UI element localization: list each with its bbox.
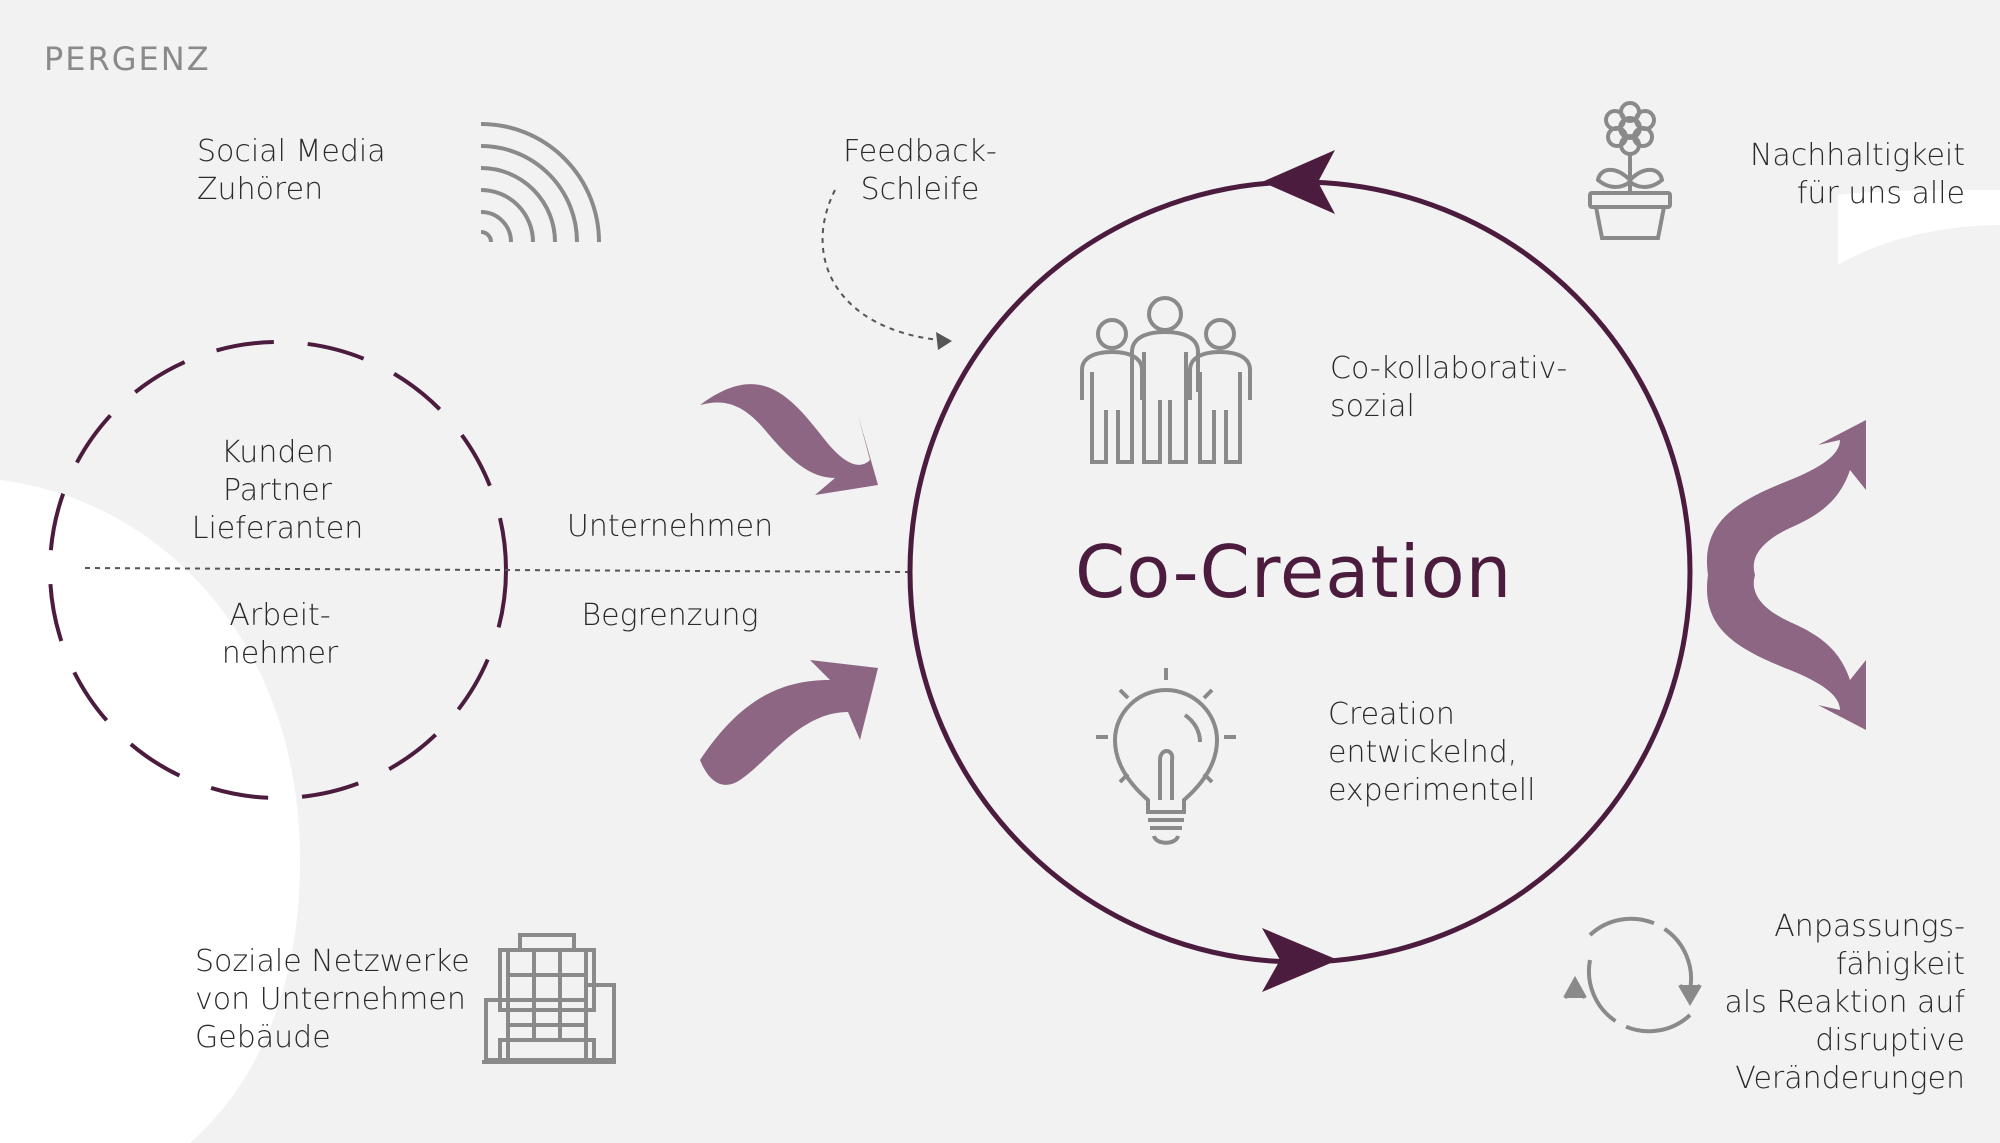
label-social-networks: Soziale Netzwerke von Unternehmen Gebäud… [195, 944, 470, 1055]
label-collaborative: Co-kollaborativ- sozial [1330, 351, 1568, 424]
label-company: Unternehmen [566, 509, 774, 544]
label-sustainability: Nachhaltigkeit für uns alle [1749, 138, 1965, 211]
inflow-arrow-top [700, 384, 878, 495]
feedback-arrowhead [936, 332, 952, 350]
background-shape-right [1838, 190, 2000, 265]
flower-pot-icon [1588, 101, 1672, 240]
label-stakeholders: Kunden Partner Lieferanten [191, 435, 364, 546]
label-adaptability: Anpassungs- fähigkeit als Reaktion auf d… [1724, 909, 1965, 1096]
inflow-arrow-bottom [700, 660, 878, 785]
background-shape-left [0, 480, 300, 1143]
outflow-split-arrow [1706, 420, 1866, 730]
wifi-signal-icon [480, 122, 601, 243]
label-employees: Arbeit- nehmer [221, 598, 339, 671]
co-creation-title: Co-Creation [1075, 530, 1513, 614]
company-logo: PERGENZ [44, 40, 211, 78]
lightbulb-icon [1096, 668, 1236, 845]
people-group-icon [1080, 296, 1252, 464]
feedback-arrow [821, 189, 941, 341]
label-boundary: Begrenzung [581, 598, 759, 633]
cycle-arrowhead-top [1262, 150, 1335, 214]
label-creation: Creation entwickelnd, experimentell [1328, 697, 1536, 808]
cycle-arrowhead-bottom [1262, 928, 1338, 992]
label-social-media: Social Media Zuhören [197, 134, 386, 207]
boundary-line [84, 567, 913, 573]
label-feedback: Feedback- Schleife [843, 134, 997, 207]
office-building-icon [482, 933, 616, 1064]
refresh-cycle-icon [1563, 916, 1702, 1034]
